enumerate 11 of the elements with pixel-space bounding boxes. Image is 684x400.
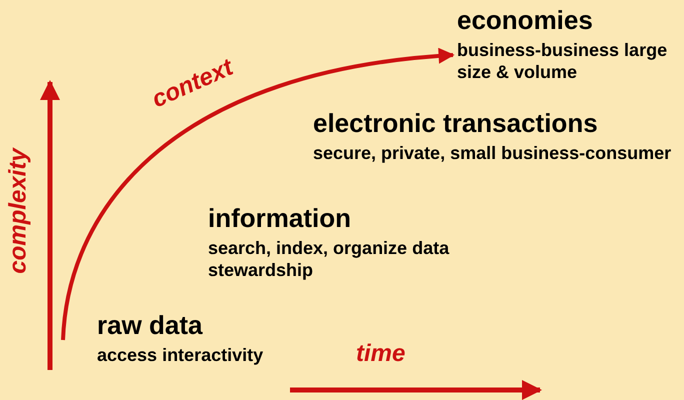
stage-description: access interactivity	[97, 344, 264, 366]
stage-description: secure, private, small business-consumer	[313, 142, 672, 164]
stage-heading: information	[208, 203, 352, 233]
stage-description: search, index, organize data stewardship	[208, 237, 450, 281]
stage-heading: electronic transactions	[313, 108, 599, 138]
stage-heading: economies	[457, 5, 594, 35]
curved-arrow	[61, 48, 455, 340]
axis-label: time	[356, 340, 406, 368]
stage-heading: raw data	[97, 310, 204, 340]
axis-label: complexity	[4, 148, 33, 274]
stage-description: business-business large size & volume	[457, 39, 668, 83]
